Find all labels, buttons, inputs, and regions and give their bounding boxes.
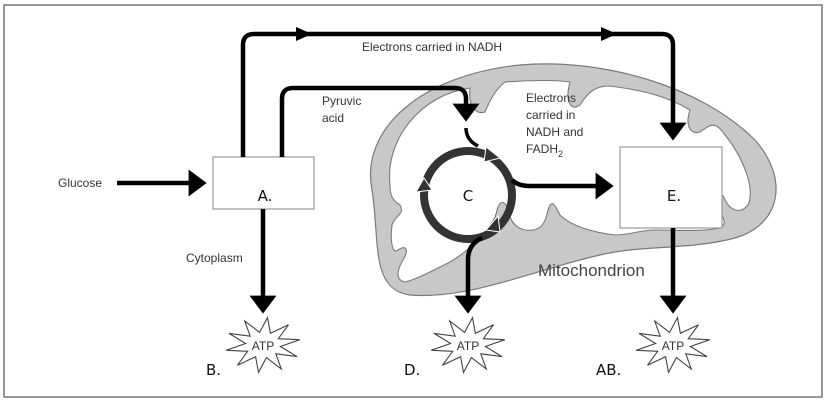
cytoplasm-label: Cytoplasm: [186, 251, 243, 265]
cycle-arrowhead: [485, 214, 501, 233]
cycle-to-e-arrow: [510, 172, 614, 200]
glucose-label: Glucose: [58, 176, 102, 190]
krebs-cycle: C: [415, 146, 516, 243]
atp-burst-icon: [226, 315, 300, 375]
atp-star-ab: ATP: [636, 315, 710, 375]
stage-e-label: E.: [667, 187, 681, 205]
atp-burst-icon: [431, 315, 505, 375]
fadh-main: FADH: [526, 142, 558, 156]
nadh-fadh-label-2: carried in: [526, 108, 575, 122]
cycle-atp-arrow: [454, 235, 483, 314]
cycle-arrowhead: [483, 146, 502, 163]
pyruvic-label-1: Pyruvic: [322, 94, 361, 108]
atp-label: ATP: [662, 339, 684, 353]
atp-burst-icon: [636, 315, 710, 375]
atp-label: ATP: [252, 339, 274, 353]
product-d-label: D.: [404, 361, 420, 379]
atp-star-d: ATP: [431, 315, 505, 375]
pyruvic-to-cycle: [464, 127, 479, 148]
atp-label: ATP: [457, 339, 479, 353]
nadh-fadh-label-1: Electrons: [526, 91, 576, 105]
atp-star-b: ATP: [226, 315, 300, 375]
mitochondrion-label: Mitochondrion: [538, 261, 645, 280]
stage-c-label: C: [463, 187, 473, 205]
nadh-fadh-label-3: NADH and: [526, 125, 583, 139]
nadh-mid-arrowhead-1: [296, 27, 312, 41]
nadh-top-label: Electrons carried in NADH: [362, 40, 502, 54]
pyruvic-label-2: acid: [322, 111, 344, 125]
stage-a-label: A.: [258, 187, 273, 205]
cycle-ring: [420, 147, 516, 243]
nadh-mid-arrowhead-2: [601, 27, 617, 41]
product-b-label: B.: [206, 361, 221, 379]
nadh-fadh-label-4: FADH2: [526, 142, 563, 159]
pyruvic-arrow: [279, 85, 480, 157]
fadh-subscript: 2: [558, 149, 563, 159]
product-ab-label: AB.: [596, 361, 621, 379]
cycle-arrowhead: [415, 177, 433, 193]
nadh-top-arrow: [240, 31, 687, 157]
